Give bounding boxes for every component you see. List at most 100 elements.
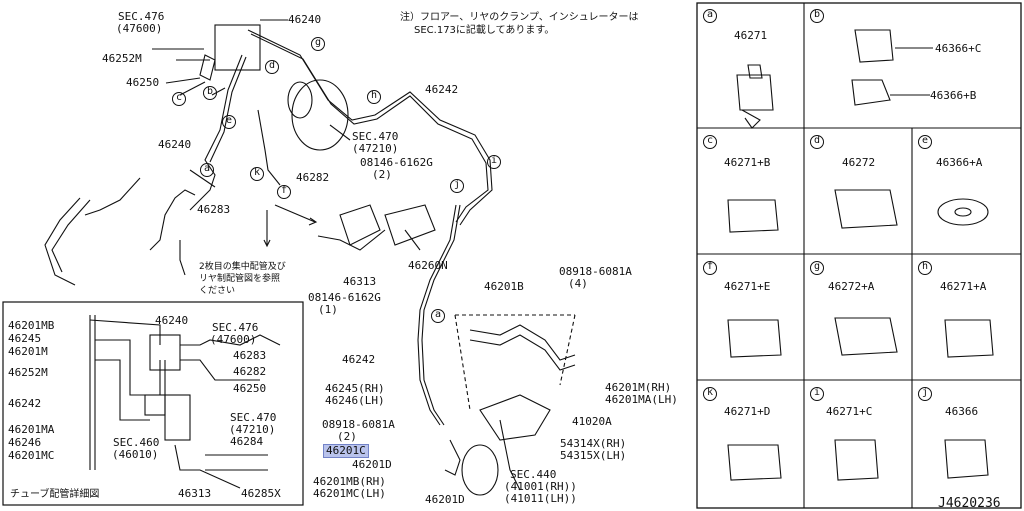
- nut-08918-label: 08918-6081A: [559, 265, 632, 278]
- jp-note-line1: 2枚目の集中配管及び: [199, 262, 286, 272]
- detail-46201mc: 46201MC: [8, 449, 55, 462]
- part-46201mb-rh: 46201MB(RH): [313, 475, 386, 488]
- detail-46313: 46313: [178, 487, 212, 500]
- detail-46245: 46245: [8, 332, 42, 345]
- part-46283: 46283: [197, 203, 231, 216]
- detail-46250: 46250: [233, 382, 267, 395]
- note-line1: 注）フロアー、リヤのクランプ、インシュレーターは: [400, 12, 639, 23]
- part-46201d-a: 46201D: [352, 458, 392, 471]
- detail-46201m: 46201M: [8, 345, 48, 358]
- detail-46246: 46246: [8, 436, 42, 449]
- part-54315x-lh: 54315X(LH): [560, 449, 627, 462]
- cell-b-part-1: 46366+C: [935, 42, 982, 55]
- detail-46282: 46282: [233, 365, 267, 378]
- cell-g-part: 46272+A: [828, 280, 875, 293]
- sec-476-code: (47600): [116, 22, 163, 35]
- detail-46252m: 46252M: [8, 366, 48, 379]
- bolt-08146-label-2: 08146-6162G: [308, 291, 381, 304]
- cell-j-letter: j: [918, 387, 932, 401]
- detail-sec470: SEC.470: [230, 411, 277, 424]
- callout-h: h: [367, 90, 381, 104]
- part-46252m: 46252M: [102, 52, 142, 65]
- sec-440-code-lh: (41011(LH)): [504, 492, 577, 505]
- part-46242-top: 46242: [425, 83, 459, 96]
- cell-c-letter: c: [703, 135, 717, 149]
- cell-c-part: 46271+B: [724, 156, 771, 169]
- part-46240-top: 46240: [288, 13, 322, 26]
- part-46245-rh: 46245(RH): [325, 382, 385, 395]
- part-41020a: 41020A: [572, 415, 612, 428]
- detail-sec476-code: (47600): [210, 333, 257, 346]
- sec-470-label: SEC.470: [352, 130, 399, 143]
- cell-e-part: 46366+A: [936, 156, 983, 169]
- cell-h-letter: h: [918, 261, 932, 275]
- nut-08918-label-2: 08918-6081A: [322, 418, 395, 431]
- part-46313: 46313: [343, 275, 377, 288]
- cell-i-letter: i: [810, 387, 824, 401]
- cell-a-letter: a: [703, 9, 717, 23]
- nut-08918-qty-2: (2): [337, 430, 357, 443]
- callout-i: i: [487, 155, 501, 169]
- part-46282: 46282: [296, 171, 330, 184]
- detail-title: チューブ配管詳細図: [10, 489, 100, 500]
- cell-a-part: 46271: [734, 29, 768, 42]
- detail-sec476: SEC.476: [212, 321, 259, 334]
- callout-g: g: [311, 37, 325, 51]
- bolt-08146-qty: (2): [372, 168, 392, 181]
- part-46260n: 46260N: [408, 259, 448, 272]
- sec-440-code-rh: (41001(RH)): [504, 480, 577, 493]
- cell-h-part: 46271+A: [940, 280, 987, 293]
- detail-sec470-code: (47210): [229, 423, 276, 436]
- bolt-08146-qty-2: (1): [318, 303, 338, 316]
- part-46250: 46250: [126, 76, 160, 89]
- part-46201c-highlighted[interactable]: 46201C: [323, 444, 369, 458]
- diagram-id: J4620236: [938, 496, 1001, 511]
- bolt-08146-label: 08146-6162G: [360, 156, 433, 169]
- part-54314x-rh: 54314X(RH): [560, 437, 627, 450]
- cell-g-letter: g: [810, 261, 824, 275]
- detail-46283: 46283: [233, 349, 267, 362]
- detail-sec460: SEC.460: [113, 436, 160, 449]
- callout-b: b: [203, 86, 217, 100]
- cell-e-letter: e: [918, 135, 932, 149]
- part-46240-mid: 46240: [158, 138, 192, 151]
- detail-sec460-code: (46010): [112, 448, 159, 461]
- part-46242-low: 46242: [342, 353, 376, 366]
- detail-46240: 46240: [155, 314, 189, 327]
- callout-a-2: a: [431, 309, 445, 323]
- part-46201b: 46201B: [484, 280, 524, 293]
- detail-46201ma: 46201MA: [8, 423, 55, 436]
- cell-d-part: 46272: [842, 156, 876, 169]
- cell-f-letter: f: [703, 261, 717, 275]
- part-46201m-rh: 46201M(RH): [605, 381, 672, 394]
- callout-f: f: [277, 185, 291, 199]
- part-46246-lh: 46246(LH): [325, 394, 385, 407]
- cell-k-part: 46271+D: [724, 405, 771, 418]
- callout-j: j: [450, 179, 464, 193]
- detail-46284: 46284: [230, 435, 264, 448]
- callout-a: a: [200, 163, 214, 177]
- part-46201d-b: 46201D: [425, 493, 465, 506]
- cell-j-part: 46366: [945, 405, 979, 418]
- cell-f-part: 46271+E: [724, 280, 771, 293]
- nut-08918-qty: (4): [568, 277, 588, 290]
- cell-b-letter: b: [810, 9, 824, 23]
- jp-note-line3: ください: [199, 286, 236, 296]
- detail-46242: 46242: [8, 397, 42, 410]
- cell-b-part-2: 46366+B: [930, 89, 977, 102]
- part-46201mc-lh: 46201MC(LH): [313, 487, 386, 500]
- sec-476-label: SEC.476: [118, 10, 165, 23]
- callout-e: e: [222, 115, 236, 129]
- detail-46285x: 46285X: [241, 487, 281, 500]
- cell-k-letter: k: [703, 387, 717, 401]
- sec-470-code: (47210): [352, 142, 399, 155]
- cell-i-part: 46271+C: [826, 405, 873, 418]
- detail-46201mb: 46201MB: [8, 319, 55, 332]
- note-line2: SEC.173に記載してあります。: [414, 25, 555, 36]
- sec-440-label: SEC.440: [510, 468, 557, 481]
- callout-c: c: [172, 92, 186, 106]
- jp-note-line2: リヤ制配管図を参照: [199, 274, 281, 284]
- cell-d-letter: d: [810, 135, 824, 149]
